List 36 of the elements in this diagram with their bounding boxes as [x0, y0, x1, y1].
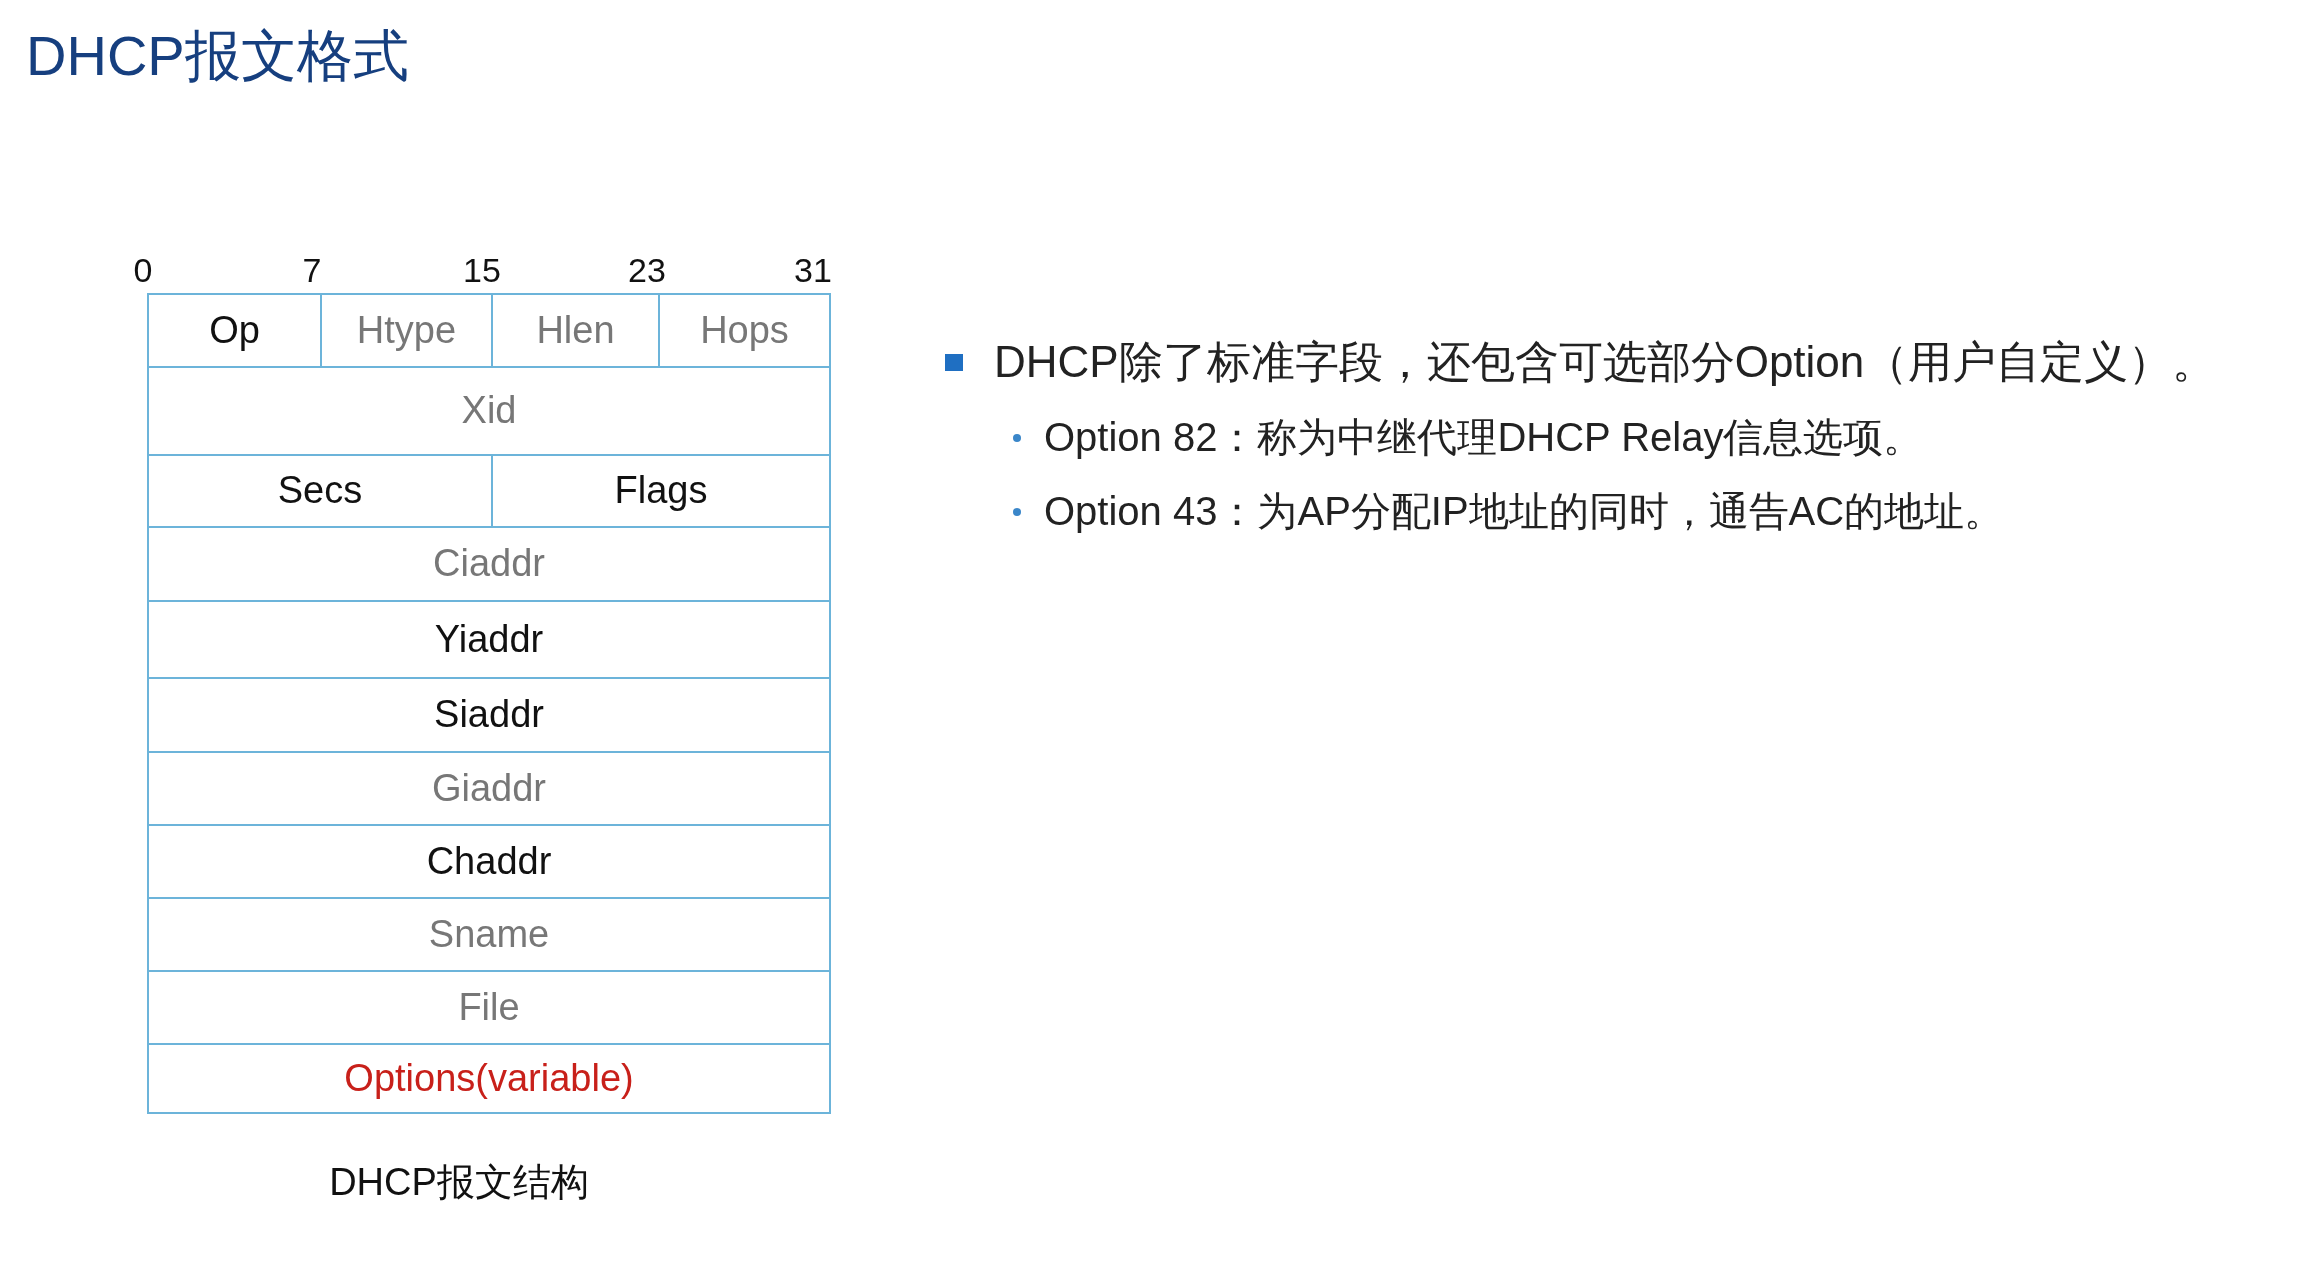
- header-field: [147, 526, 831, 602]
- field-label: Siaddr: [434, 693, 544, 737]
- field-label: Secs: [277, 469, 363, 513]
- header-field: [147, 970, 831, 1045]
- figure-caption: DHCP报文结构: [329, 1161, 589, 1205]
- header-field: [147, 751, 831, 826]
- header-field: [147, 600, 831, 679]
- field-label: Hops: [700, 308, 789, 353]
- header-field: [658, 293, 831, 368]
- field-label: Hlen: [536, 308, 615, 353]
- sub-bullet-text: Option 43：为AP分配IP地址的同时，通告AC的地址。: [1044, 488, 2005, 534]
- field-label: Op: [209, 308, 260, 353]
- bullet-text: DHCP除了标准字段，还包含可选部分Option（用户自定义）。: [994, 337, 2217, 388]
- field-label: Yiaddr: [434, 617, 544, 662]
- header-field: [147, 1043, 831, 1114]
- field-label: Chaddr: [426, 839, 552, 884]
- header-field: [147, 677, 831, 753]
- header-field: [147, 293, 322, 368]
- field-label: Sname: [428, 912, 550, 957]
- field-label: Xid: [461, 389, 517, 433]
- bit-position: 15: [463, 252, 501, 290]
- field-label: Options(variable): [344, 1056, 634, 1101]
- bit-position: 0: [133, 252, 153, 290]
- header-field: [147, 897, 831, 972]
- bit-position: 31: [794, 252, 832, 290]
- field-label: Htype: [356, 308, 457, 353]
- bit-position: 7: [302, 252, 322, 290]
- header-field: [147, 824, 831, 899]
- field-label: Flags: [614, 469, 708, 513]
- field-label: File: [458, 985, 520, 1030]
- header-field: [147, 366, 831, 456]
- field-label: Ciaddr: [433, 542, 545, 586]
- field-label: Giaddr: [431, 766, 547, 811]
- bit-position: 23: [628, 252, 666, 290]
- slide-title: DHCP报文格式: [26, 24, 409, 89]
- sub-bullet-text: Option 82：称为中继代理DHCP Relay信息选项。: [1044, 414, 1924, 460]
